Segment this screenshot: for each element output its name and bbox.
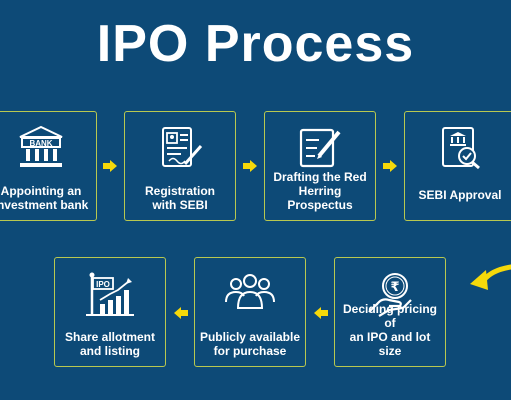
approval-document-icon [442,127,480,170]
step-registration-sebi: Registration with SEBI [124,111,236,221]
arrow-right-icon [383,160,397,172]
step-deciding-pricing: ₹ Deciding pricing of an IPO and lot siz… [334,257,446,367]
arrow-left-icon [174,307,188,319]
step-label: Appointing an investment bank [0,184,89,212]
arrow-right-icon [103,160,117,172]
step-label: Deciding pricing of an IPO and lot size [342,302,437,358]
bank-icon-text: BANK [29,139,52,148]
ipo-flag-text: IPO [96,280,110,289]
step-label: Drafting the Red Herring Prospectus [273,170,367,212]
page-title: IPO Process [96,15,415,73]
arrow-right-icon [243,160,257,172]
step-appointing-investment-bank: BANK Appointing an investment bank [0,111,97,221]
step-label: Share allotment and listing [64,330,156,358]
arrow-left-icon [314,307,328,319]
ipo-flag-chart-icon: IPO [86,272,134,316]
drafting-pen-icon [299,128,341,168]
step-sebi-approval: SEBI Approval [404,111,511,221]
step-publicly-available: Publicly available for purchase [194,257,306,367]
step-share-allotment: IPO Share allotment and listing [54,257,166,367]
curved-arrow-icon [470,264,511,290]
bank-icon: BANK [19,125,63,167]
step-label: SEBI Approval [418,188,502,202]
rupee-coin-hand-icon: ₹ [368,273,412,317]
step-drafting-red-herring: Drafting the Red Herring Prospectus [264,111,376,221]
people-group-icon [225,274,275,309]
step-label: Registration with SEBI [144,184,215,212]
step-label: Publicly available for purchase [199,330,301,358]
svg-text:₹: ₹ [390,280,399,295]
registration-document-icon [162,127,203,167]
